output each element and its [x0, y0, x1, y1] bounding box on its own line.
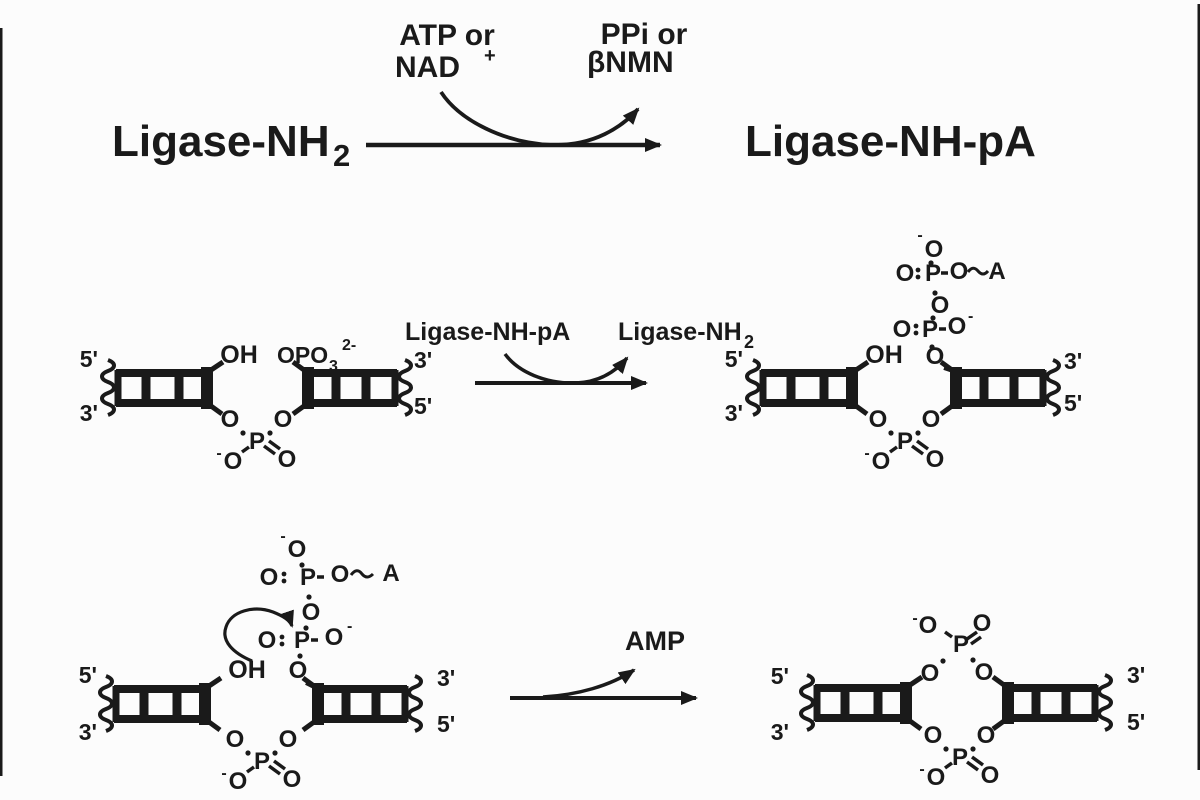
duplex-right-half — [993, 675, 1111, 730]
duplex-left-half — [102, 360, 223, 415]
step1-cofactor-swoosh-arrow — [439, 90, 640, 147]
step1-byproduct-line1: PPi or — [601, 18, 688, 51]
alpha-phosphate-p: P — [925, 260, 941, 287]
nicked-dna-substrate: 5' 3' 3' 5' OH OPO 3 2- — [80, 337, 432, 477]
wavy-bond — [349, 569, 375, 579]
strand-label-5prime: 5' — [1127, 709, 1145, 735]
nick-5prime-phosphate-label: OPO 3 2- — [277, 337, 356, 375]
step3-byproduct-swoosh-arrow — [542, 668, 636, 699]
beta-phosphate-o-double: O — [893, 316, 912, 343]
sealed-dna-product: 5' 3' 3' 5' O O P O - O — [771, 610, 1145, 793]
adenylylated-dna-attack: 5' 3' 3' 5' OH - O O P O A O — [79, 528, 455, 797]
opo3-base: OPO — [277, 342, 328, 368]
bridge-p: P — [953, 631, 969, 658]
bridge-o-right: O — [975, 659, 994, 686]
beta-phosphate-p: P — [294, 627, 310, 654]
duplex-right-half — [293, 360, 411, 415]
step2-enzyme-out-label: Ligase-NH — [618, 318, 742, 346]
adenylyl-pyrophosphate-group: - O O P O A O O P O - O — [893, 227, 1006, 373]
adenosine-a: A — [988, 258, 1005, 285]
nucleophilic-attack-arrow — [223, 607, 294, 663]
nick-3prime-hydroxyl: OH — [865, 341, 903, 369]
step1-cofactor-charge: + — [484, 45, 496, 67]
strand-label-3prime: 3' — [437, 665, 455, 691]
beta-phosphate-o-double: O — [258, 627, 277, 654]
bridging-o: O — [931, 292, 950, 319]
nick-5prime-o: O — [289, 657, 308, 684]
phosphodiester-bridge — [214, 404, 299, 477]
step1-reactant-label: Ligase-NH — [112, 117, 330, 166]
step1-reactant-subscript: 2 — [333, 138, 350, 173]
charge-minus: - — [968, 308, 973, 325]
phosphodiester-bridge — [917, 720, 1002, 793]
charge-minus: - — [912, 610, 917, 627]
strand-label-3prime: 3' — [1127, 662, 1145, 688]
step1-reaction-arrow — [366, 90, 662, 152]
beta-phosphate-p: P — [922, 316, 938, 343]
strand-label-3prime: 3' — [80, 400, 98, 426]
step1-enzyme-adenylylation: ATP or NAD + PPi or βNMN Ligase-NH 2 Lig… — [112, 18, 1036, 173]
strand-label-5prime: 5' — [80, 346, 98, 372]
phosphodiester-bridge — [219, 724, 304, 797]
adenosine-o: O — [331, 561, 350, 588]
step2-enzyme-swoosh-arrow — [503, 352, 629, 385]
strand-label-5prime: 5' — [437, 711, 455, 737]
nick-3prime-hydroxyl: OH — [220, 341, 258, 369]
new-phosphodiester-bridge: O O P O - O — [912, 610, 993, 687]
adenylylated-dna-product: 5' 3' 3' 5' OH - O O P O A O — [725, 227, 1082, 477]
phosphodiester-bridge — [862, 404, 947, 477]
strand-label-3prime: 3' — [414, 347, 432, 373]
right-edge-artifact — [1197, 4, 1200, 770]
adenosine-a: A — [382, 560, 399, 587]
nick-5prime-o: O — [926, 343, 945, 370]
alpha-phosphate-o-double: O — [260, 564, 279, 591]
step2-dna-adenylylation: 5' 3' 3' 5' OH OPO 3 2- Ligase-NH-pA Lig… — [80, 227, 1082, 477]
strand-label-3prime: 3' — [771, 719, 789, 745]
wavy-bond — [966, 266, 990, 276]
step2-enzyme-in-label: Ligase-NH-pA — [405, 318, 570, 346]
charge-minus: - — [347, 618, 352, 635]
charge-minus: - — [917, 227, 922, 244]
beta-phosphate-o-minus: O — [325, 624, 344, 651]
strand-label-5prime: 5' — [771, 663, 789, 689]
step3-nick-sealing: 5' 3' 3' 5' OH - O O P O A O — [79, 528, 1145, 797]
duplex-right-half — [303, 676, 421, 731]
step1-product-label: Ligase-NH-pA — [745, 117, 1036, 166]
adenylyl-pyrophosphate-group: - O O P O A O O P O - O — [258, 528, 400, 689]
step2-reaction-arrow: Ligase-NH-pA Ligase-NH 2 — [405, 318, 754, 390]
bridging-o: O — [302, 599, 321, 626]
alpha-phosphate-o-double: O — [896, 260, 915, 287]
nick-3prime-hydroxyl: OH — [228, 656, 266, 684]
step1-cofactor-base: NAD — [395, 51, 460, 84]
opo3-subscript: 3 — [329, 358, 338, 375]
duplex-left-half — [100, 676, 221, 731]
step2-enzyme-out-subscript: 2 — [744, 332, 754, 352]
step3-reaction-arrow: AMP — [510, 626, 698, 705]
bridge-o-minus: O — [919, 612, 938, 639]
duplex-right-half — [941, 360, 1059, 415]
strand-label-3prime: 3' — [79, 719, 97, 745]
step3-byproduct-label: AMP — [625, 626, 685, 656]
alpha-phosphate-p: P — [300, 564, 316, 591]
duplex-left-half — [747, 360, 868, 415]
duplex-left-half — [801, 675, 922, 730]
charge-minus: - — [280, 528, 285, 545]
alpha-phosphate-o-minus: O — [925, 236, 944, 263]
strand-label-3prime: 3' — [725, 400, 743, 426]
alpha-phosphate-o-minus: O — [288, 536, 307, 563]
adenosine-o: O — [950, 258, 969, 285]
step1-byproduct-line2: βNMN — [587, 46, 674, 79]
opo3-supercharge: 2- — [342, 337, 356, 354]
strand-label-5prime: 5' — [1064, 390, 1082, 416]
strand-label-5prime: 5' — [725, 346, 743, 372]
bridge-o-double: O — [973, 610, 992, 637]
strand-label-5prime: 5' — [79, 662, 97, 688]
step1-cofactor-line1: ATP or — [399, 19, 495, 52]
bridge-o-left: O — [921, 660, 940, 687]
strand-label-3prime: 3' — [1064, 348, 1082, 374]
beta-phosphate-o-minus: O — [948, 313, 967, 340]
strand-label-5prime: 5' — [414, 393, 432, 419]
left-edge-artifact — [0, 28, 3, 776]
